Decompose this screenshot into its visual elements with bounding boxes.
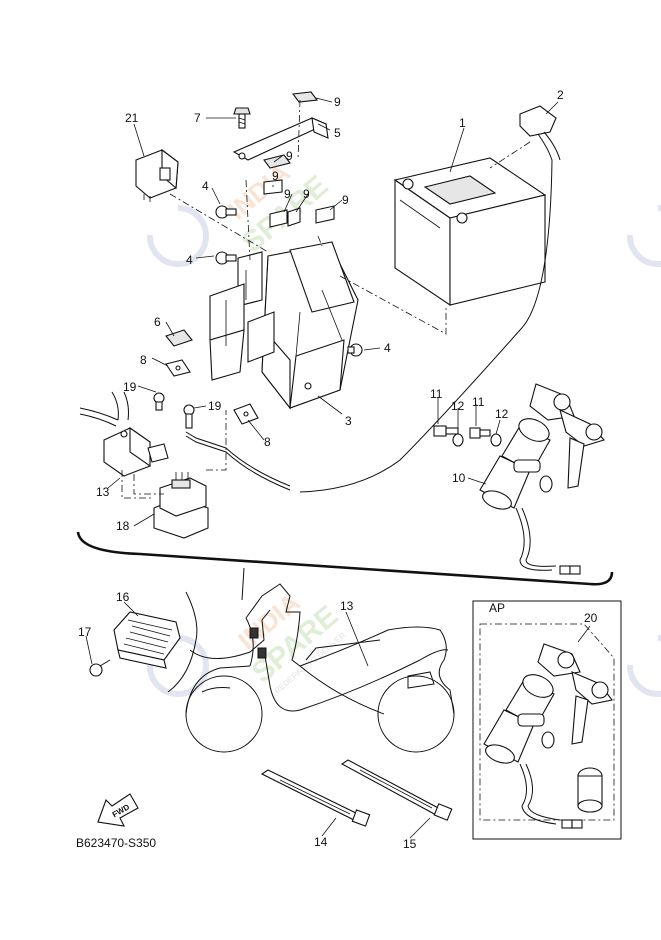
watermark-logo-mid bbox=[146, 635, 661, 697]
callout-7: 7 bbox=[194, 111, 201, 125]
bolt-19-b bbox=[183, 404, 195, 429]
wire-harness-13 bbox=[189, 567, 449, 712]
callout-19-a: 19 bbox=[123, 380, 137, 394]
callout-16: 16 bbox=[116, 590, 130, 604]
diagram-code: B623470-S350 bbox=[76, 836, 156, 850]
nut-6 bbox=[165, 329, 193, 347]
leader-lines bbox=[121, 99, 531, 499]
callout-11-b: 11 bbox=[472, 395, 485, 409]
fwd-arrow-icon: FWD bbox=[97, 793, 139, 827]
callout-12-a: 12 bbox=[451, 399, 465, 413]
callout-9-e: 9 bbox=[303, 187, 310, 201]
section-separator bbox=[76, 531, 614, 586]
bolt-4-c bbox=[347, 343, 363, 357]
battery bbox=[393, 157, 547, 307]
callout-3: 3 bbox=[345, 414, 352, 428]
bolt-4-a bbox=[215, 205, 237, 219]
bolt-19-a bbox=[153, 392, 165, 411]
callout-4-a: 4 bbox=[202, 179, 209, 193]
callout-4-c: 4 bbox=[384, 341, 391, 355]
screw-7 bbox=[233, 107, 251, 129]
callout-4-b: 4 bbox=[186, 253, 193, 267]
bolt-17 bbox=[89, 659, 111, 677]
cable-tie-14 bbox=[260, 769, 371, 827]
callout-10: 10 bbox=[452, 471, 466, 485]
starter-relay-13 bbox=[79, 391, 169, 477]
ap-box: AP bbox=[472, 600, 622, 840]
callout-9-f: 9 bbox=[342, 193, 349, 207]
washers-12 bbox=[452, 433, 502, 447]
callout-1: 1 bbox=[459, 116, 466, 130]
damper-8-b bbox=[233, 403, 259, 425]
rectifier-16 bbox=[113, 611, 181, 669]
callout-19-b: 19 bbox=[208, 399, 222, 413]
battery-band bbox=[232, 117, 329, 161]
battery-lead-wire bbox=[185, 431, 291, 487]
callout-20: 20 bbox=[584, 611, 598, 625]
callout-5: 5 bbox=[334, 126, 341, 140]
callout-9-c: 9 bbox=[272, 169, 279, 183]
callout-17: 17 bbox=[78, 625, 92, 639]
fuse-box-18 bbox=[153, 472, 209, 539]
callout-9-d: 9 bbox=[284, 187, 291, 201]
callout-2: 2 bbox=[557, 88, 564, 102]
main-switch-10 bbox=[479, 383, 605, 575]
callout-8-a: 8 bbox=[140, 353, 147, 367]
bolt-4-b bbox=[215, 251, 237, 265]
relay-21 bbox=[135, 148, 179, 202]
harness-loop bbox=[167, 591, 198, 693]
callout-9-a: 9 bbox=[334, 95, 341, 109]
callout-leaders bbox=[85, 97, 591, 839]
callout-13-a: 13 bbox=[96, 485, 110, 499]
damper-8-a bbox=[165, 359, 191, 377]
ap-label: AP bbox=[489, 601, 505, 615]
callout-12-b: 12 bbox=[495, 407, 509, 421]
callout-21: 21 bbox=[125, 111, 139, 125]
callout-18: 18 bbox=[116, 519, 130, 533]
callout-labels: 1 2 3 4 4 4 5 6 7 8 8 9 9 9 9 9 9 10 11 … bbox=[78, 88, 598, 851]
callout-11-a: 11 bbox=[430, 387, 443, 401]
callout-8-b: 8 bbox=[264, 435, 271, 449]
callout-9-b: 9 bbox=[286, 149, 293, 163]
callout-13-b: 13 bbox=[340, 599, 354, 613]
callout-6: 6 bbox=[154, 315, 161, 329]
watermark-text-bottom: INDIA SPARE REDEFINE TO DELIVER bbox=[232, 587, 347, 696]
cable-tie-15 bbox=[340, 759, 453, 821]
callout-15: 15 bbox=[403, 837, 417, 851]
pads-9 bbox=[263, 91, 335, 228]
screws-11 bbox=[433, 425, 491, 439]
watermark-logo-right bbox=[626, 205, 661, 267]
battery-box bbox=[209, 241, 359, 410]
watermark-logo-left bbox=[146, 205, 209, 267]
callout-14: 14 bbox=[314, 835, 328, 849]
